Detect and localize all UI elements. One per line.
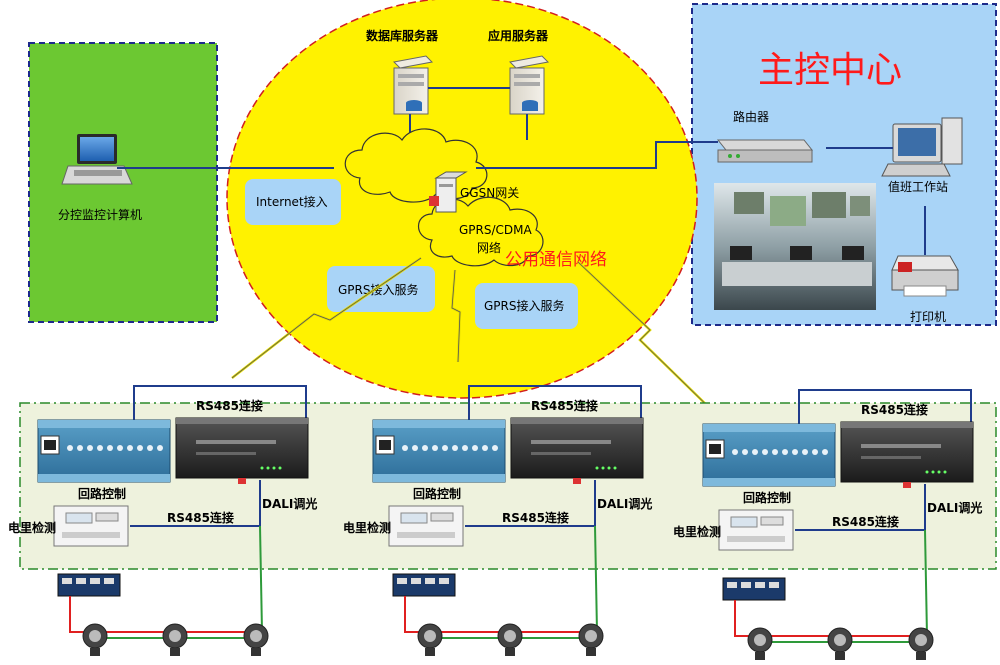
control-room-photo xyxy=(714,183,876,310)
sub-control-label: 分控监控计算机 xyxy=(58,207,142,222)
dali-wire-green xyxy=(594,525,598,633)
gprs-network-line2: 网络 xyxy=(477,240,501,255)
workstation-label: 值班工作站 xyxy=(888,179,948,194)
dali-label: DALI调光 xyxy=(927,500,982,515)
rs485-mid-label: RS485连接 xyxy=(502,510,569,525)
rs485-top-wire xyxy=(798,389,972,424)
gprs-access-label-right: GPRS接入服务 xyxy=(484,298,565,313)
spotlight-icon xyxy=(162,623,188,656)
spotlight-icon xyxy=(417,623,443,656)
gprs-access-label-left: GPRS接入服务 xyxy=(338,282,419,297)
internet-access-label: Internet接入 xyxy=(256,194,328,209)
dali-dimmer-module-icon xyxy=(510,417,644,484)
dali-dimmer-module-icon xyxy=(840,421,974,488)
energy-meter-icon xyxy=(53,505,129,547)
meter-label: 电里检测 xyxy=(8,520,56,535)
meter-label: 电里检测 xyxy=(673,524,721,539)
rs485-mid-label: RS485连接 xyxy=(832,514,899,529)
control-center-title: 主控中心 xyxy=(758,50,902,91)
printer-icon xyxy=(891,255,959,297)
field-unit-3: RS485连接 回路控制 电里检测 RS485连接 DALI调光 xyxy=(673,389,982,660)
dali-wire-green xyxy=(259,525,263,633)
breaker-icon xyxy=(392,573,456,597)
gprs-network-line1: GPRS/CDMA xyxy=(459,223,533,237)
loop-control-module-icon xyxy=(37,419,171,483)
loop-control-label: 回路控制 xyxy=(78,486,126,501)
wireless-link-left-outline xyxy=(231,257,422,379)
rs485-top-label: RS485连接 xyxy=(196,398,263,413)
spotlight-icon xyxy=(827,627,853,660)
printer-label: 打印机 xyxy=(910,310,946,324)
public-network-label: 公用通信网络 xyxy=(505,250,607,270)
energy-meter-icon xyxy=(718,509,794,551)
db-server-label: 数据库服务器 xyxy=(366,28,439,43)
control-center-border xyxy=(691,3,997,326)
router-label: 路由器 xyxy=(733,109,769,124)
dali-wire-green xyxy=(924,529,928,637)
gprs-access-bubble-left xyxy=(327,266,435,312)
db-server-icon xyxy=(392,55,434,115)
field-unit-1: RS485连接 回路控制 电里检测 RS485连接 DALI调光 xyxy=(8,385,317,656)
sub-control-border xyxy=(28,42,218,323)
dali-label: DALI调光 xyxy=(597,496,652,511)
ggsn-gateway-icon xyxy=(429,171,468,213)
rs485-top-label: RS485连接 xyxy=(531,398,598,413)
field-unit-2: RS485连接 回路控制 电里检测 RS485连接 DALI调光 xyxy=(343,385,652,656)
wireless-link-center-outline xyxy=(451,269,461,363)
field-area-border xyxy=(19,402,997,570)
control-center-panel: 主控中心 路由器 值班工作站 xyxy=(691,3,997,326)
dali-dimmer-module-icon xyxy=(175,417,309,484)
app-server-icon xyxy=(508,55,550,115)
internet-to-router-line xyxy=(476,141,718,169)
loop-control-label: 回路控制 xyxy=(743,490,791,505)
loop-control-module-icon xyxy=(372,419,506,483)
router-icon xyxy=(716,139,814,163)
spotlight-icon xyxy=(243,623,269,656)
rs485-top-wire xyxy=(468,385,642,420)
laptop-icon xyxy=(61,134,133,185)
internet-access-bubble xyxy=(245,179,341,225)
spotlight-icon xyxy=(908,627,934,660)
spotlight-icon xyxy=(497,623,523,656)
rs485-mid-label: RS485连接 xyxy=(167,510,234,525)
loop-control-label: 回路控制 xyxy=(413,486,461,501)
meter-label: 电里检测 xyxy=(343,520,391,535)
rs485-top-label: RS485连接 xyxy=(861,402,928,417)
spotlight-icon xyxy=(578,623,604,656)
public-network-zone: 数据库服务器 应用服务器 Interne xyxy=(117,0,723,421)
energy-meter-icon xyxy=(388,505,464,547)
app-server-label: 应用服务器 xyxy=(488,28,549,43)
breaker-icon xyxy=(722,577,786,601)
gprs-access-bubble-right xyxy=(475,283,578,329)
dali-label: DALI调光 xyxy=(262,496,317,511)
workstation-icon xyxy=(881,117,963,177)
spotlight-icon xyxy=(747,627,773,660)
breaker-icon xyxy=(57,573,121,597)
spotlight-icon xyxy=(82,623,108,656)
sub-control-panel: 分控监控计算机 xyxy=(28,42,218,323)
rs485-top-wire xyxy=(133,385,307,420)
loop-control-module-icon xyxy=(702,423,836,487)
ggsn-label: GGSN网关 xyxy=(460,186,519,200)
wireless-link-right-outline xyxy=(577,261,723,421)
